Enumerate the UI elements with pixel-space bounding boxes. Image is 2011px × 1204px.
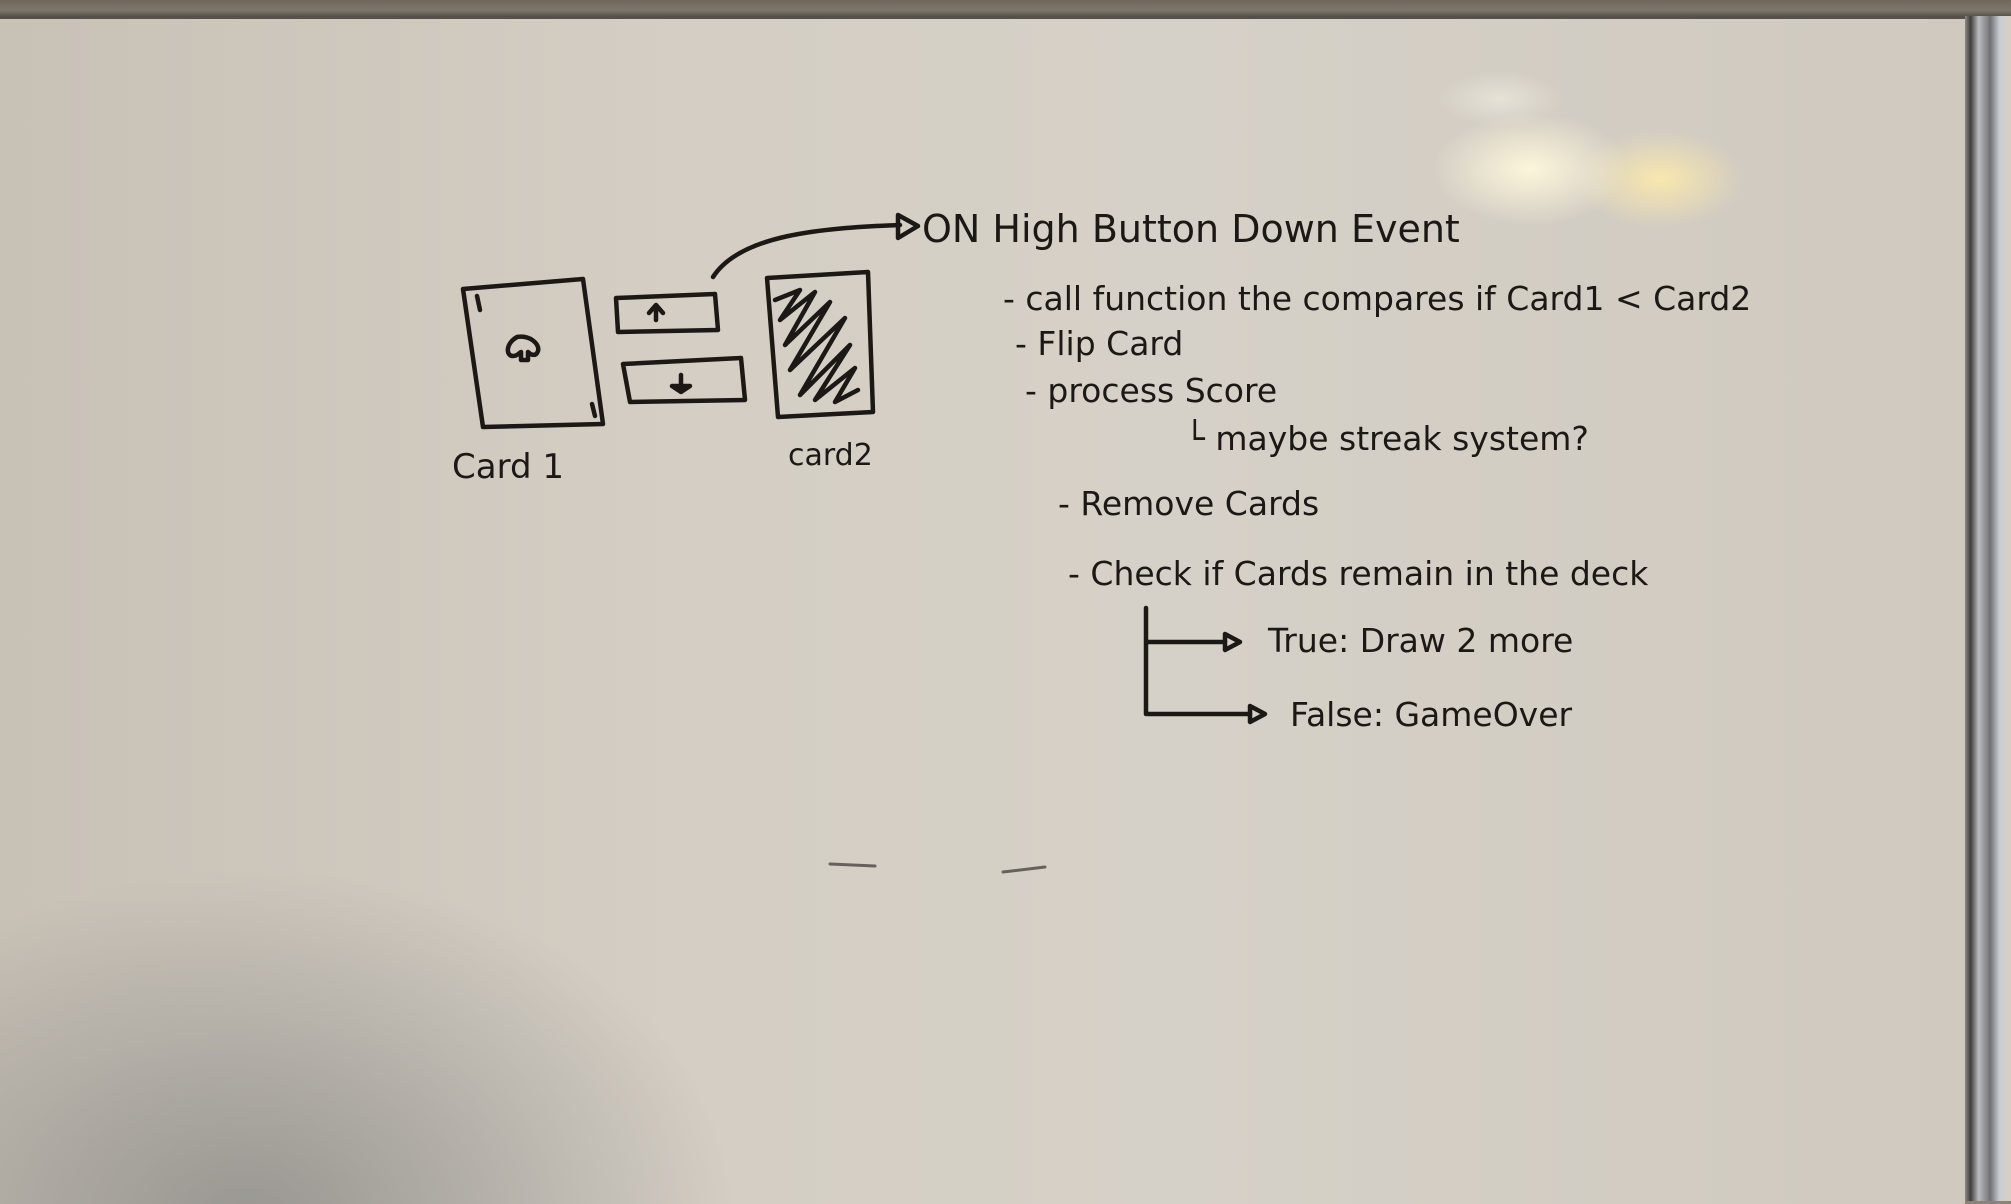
arrow-up-icon [646,302,666,323]
lower-button-sketch [620,355,748,405]
note-step-compare: - call function the compares if Card1 < … [1003,279,1751,318]
note-substep-streak: └ maybe streak system? [1185,419,1589,458]
whiteboard [0,16,1965,1204]
note-step-score: - process Score [1025,371,1277,410]
card2-label: card2 [788,438,873,473]
card1-sketch [460,276,606,430]
branch-connector [1143,605,1268,725]
arrow-down-icon [669,372,693,395]
card2-sketch [764,269,876,420]
note-step-flip: - Flip Card [1015,324,1183,363]
branch-false: False: GameOver [1290,695,1572,734]
spade-icon [505,334,541,363]
wall-above-board [0,0,2011,18]
eraser-smudge [828,862,1047,874]
card1-label: Card 1 [452,447,564,487]
whiteboard-frame-right [1965,16,2011,1201]
branch-true: True: Draw 2 more [1267,621,1573,660]
notes-heading: ON High Button Down Event [922,207,1460,251]
note-step-check-deck: - Check if Cards remain in the deck [1068,554,1649,593]
higher-button-sketch [613,291,721,335]
note-step-remove: - Remove Cards [1058,484,1319,523]
flow-arrow-to-handler [710,212,921,280]
